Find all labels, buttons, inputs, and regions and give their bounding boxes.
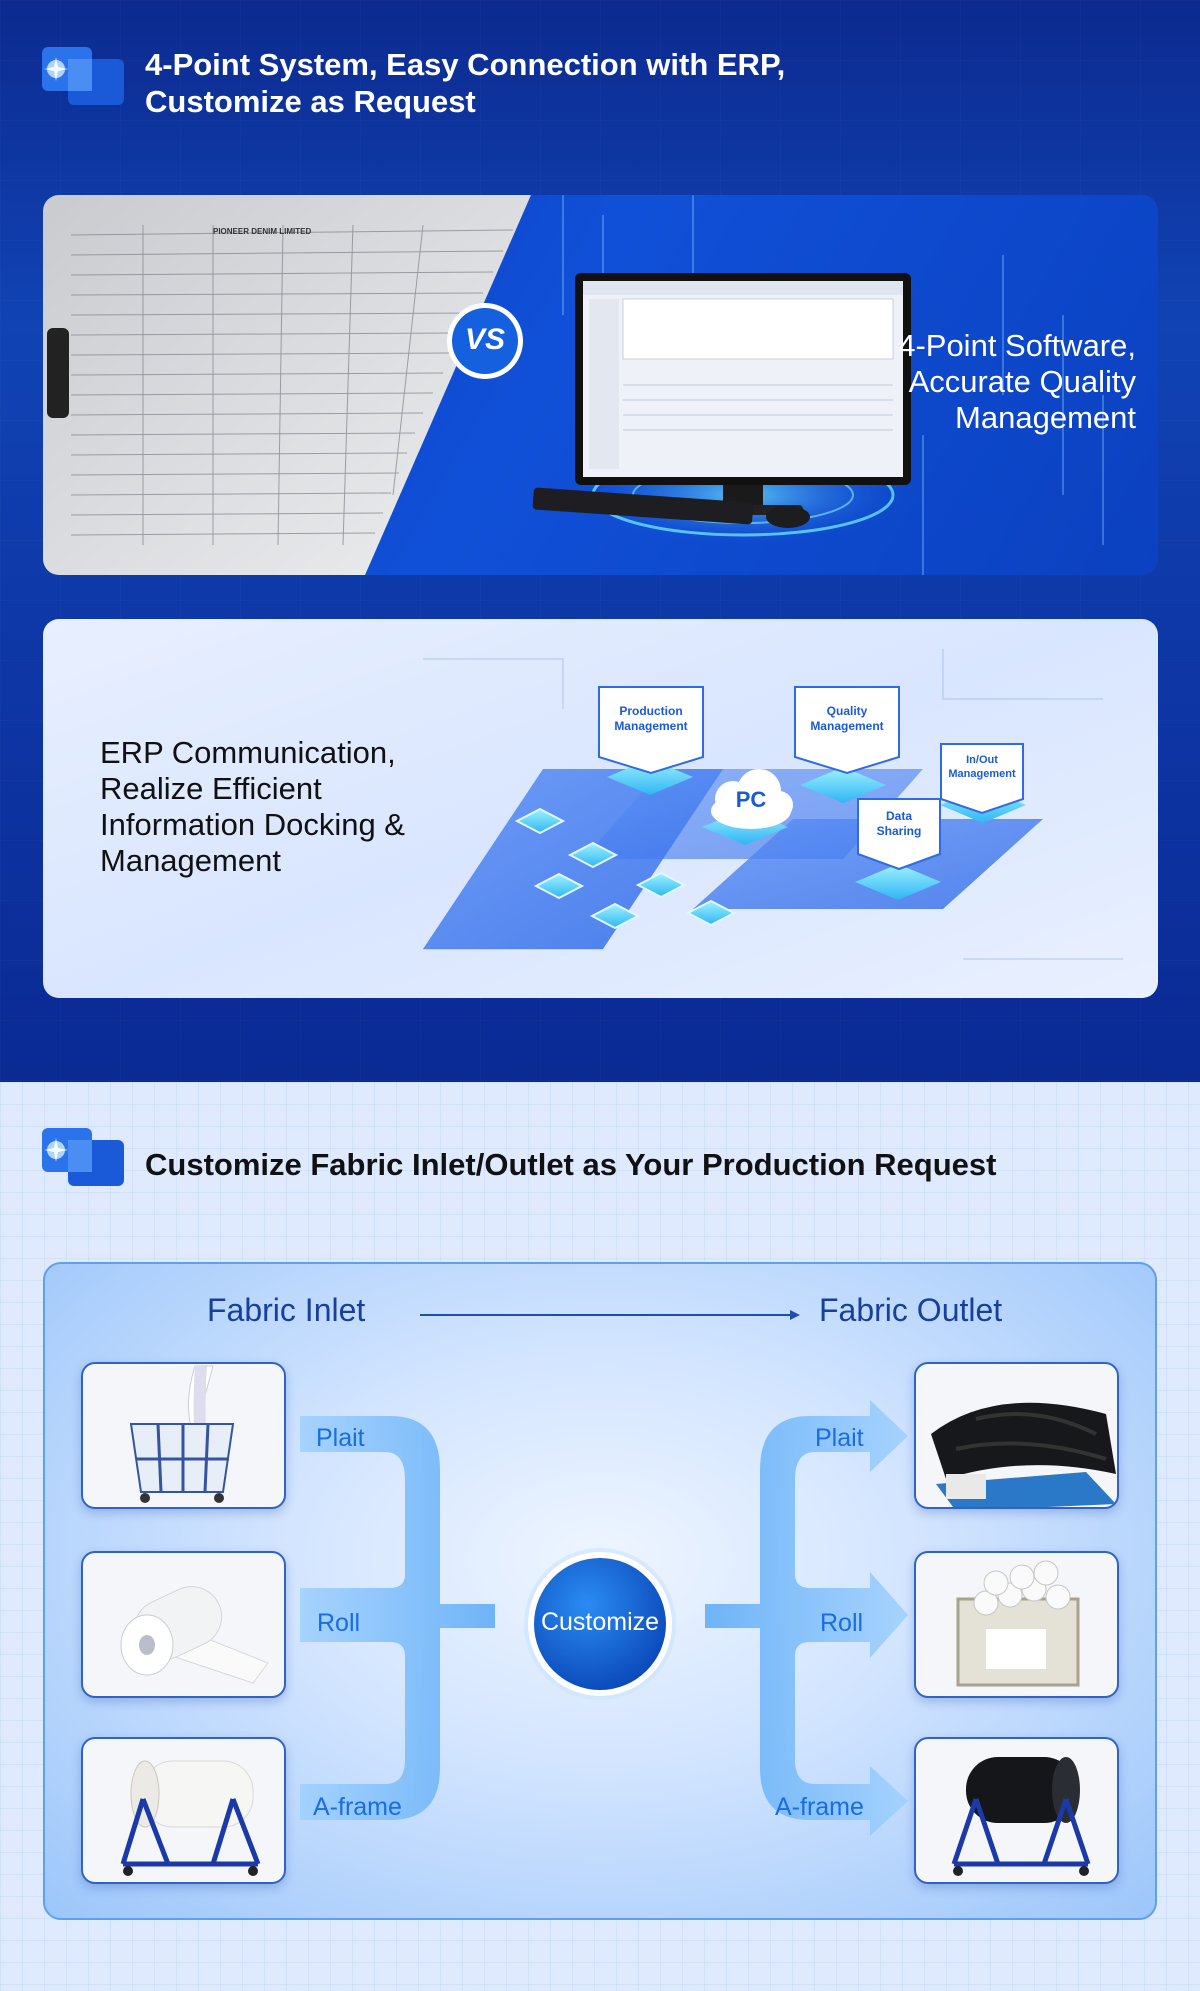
erp-caption: ERP Communication, Realize Efficient Inf… bbox=[100, 735, 405, 879]
paper-form-heading: PIONEER DENIM LIMITED bbox=[213, 227, 312, 236]
inlet-roll-label: Roll bbox=[317, 1609, 361, 1637]
node-data-line1: Data bbox=[885, 809, 912, 823]
black-plait-icon bbox=[931, 1402, 1116, 1507]
node-inout-line2: Management bbox=[948, 768, 1016, 780]
section-logo-icon bbox=[42, 47, 124, 105]
node-data-sharing: Data Sharing bbox=[858, 809, 940, 839]
node-pc-label: PC bbox=[735, 787, 767, 812]
node-production: Production Management bbox=[614, 704, 688, 734]
node-quality: Quality Management bbox=[803, 704, 891, 734]
erp-caption-line1: ERP Communication, bbox=[100, 735, 396, 770]
aframe-roll-icon bbox=[120, 1760, 261, 1876]
node-production-line2: Management bbox=[614, 719, 688, 733]
inlet-plait-image bbox=[81, 1362, 286, 1509]
outlet-aframe-label: A-frame bbox=[775, 1793, 864, 1821]
software-caption: 4-Point Software, Accurate Quality Manag… bbox=[898, 328, 1136, 436]
node-inout-line1: In/Out bbox=[966, 754, 998, 766]
erp-caption-line4: Management bbox=[100, 843, 281, 878]
paper-form-image bbox=[43, 195, 531, 575]
inlet-aframe-image bbox=[81, 1737, 286, 1884]
flow-brackets bbox=[300, 1400, 908, 1836]
node-quality-line2: Management bbox=[810, 719, 884, 733]
section-title-line2: Customize as Request bbox=[145, 84, 476, 119]
software-caption-line1: 4-Point Software, bbox=[898, 328, 1136, 363]
customize-title: Customize Fabric Inlet/Outlet as Your Pr… bbox=[145, 1147, 997, 1182]
outlet-roll-label: Roll bbox=[820, 1609, 864, 1637]
erp-communication-panel: Production Management Quality Management… bbox=[43, 619, 1158, 998]
software-caption-line3: Management bbox=[955, 400, 1136, 435]
inlet-plait-label: Plait bbox=[316, 1424, 365, 1452]
erp-network-illustration bbox=[423, 649, 1123, 960]
fabric-outlet-title: Fabric Outlet bbox=[819, 1292, 1003, 1328]
customize-center-label: Customize bbox=[540, 1608, 660, 1636]
roll-crate-icon bbox=[956, 1560, 1080, 1687]
section-logo-icon bbox=[42, 1128, 124, 1186]
node-inout: In/Out Management bbox=[941, 753, 1023, 781]
vs-badge-icon bbox=[447, 303, 523, 379]
erp-section: 4-Point System, Easy Connection with ERP… bbox=[0, 0, 1200, 1082]
monitor-icon bbox=[532, 273, 911, 528]
node-production-line1: Production bbox=[619, 704, 683, 718]
software-caption-line2: Accurate Quality bbox=[908, 364, 1136, 399]
arrow-right-icon bbox=[420, 1310, 800, 1320]
node-quality-line1: Quality bbox=[826, 704, 868, 718]
erp-caption-line3: Information Docking & bbox=[100, 807, 405, 842]
cloud-pc-icon bbox=[711, 769, 793, 829]
fabric-roll-icon bbox=[120, 1586, 269, 1684]
software-illustration bbox=[43, 195, 1104, 575]
outlet-plait-label: Plait bbox=[815, 1424, 864, 1452]
erp-caption-line2: Realize Efficient bbox=[100, 771, 322, 806]
vs-badge-label: VS bbox=[464, 323, 506, 356]
inlet-roll-image bbox=[81, 1551, 286, 1698]
outlet-plait-image bbox=[914, 1362, 1119, 1509]
section-title-line1: 4-Point System, Easy Connection with ERP… bbox=[145, 47, 786, 82]
customize-center-icon bbox=[534, 1558, 666, 1690]
software-vs-paper-panel: VS PIONEER DENIM LIMITED 4-Point Softwar… bbox=[43, 195, 1158, 575]
node-data-line2: Sharing bbox=[876, 824, 922, 838]
plait-cart-icon bbox=[129, 1365, 235, 1503]
black-aframe-roll-icon bbox=[951, 1757, 1091, 1876]
outlet-roll-image bbox=[914, 1551, 1119, 1698]
fabric-inlet-title: Fabric Inlet bbox=[207, 1292, 366, 1328]
section-title: 4-Point System, Easy Connection with ERP… bbox=[145, 46, 945, 120]
inlet-aframe-label: A-frame bbox=[313, 1793, 402, 1821]
outlet-aframe-image bbox=[914, 1737, 1119, 1884]
